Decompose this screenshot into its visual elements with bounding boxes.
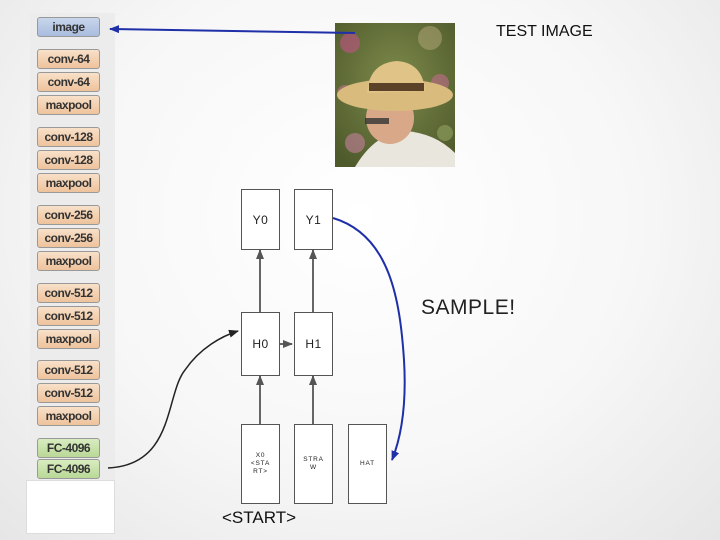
layer-conv-64-2: conv-64: [37, 72, 100, 92]
layer-conv-512-2: conv-512: [37, 306, 100, 326]
layer-maxpool-1: maxpool: [37, 95, 100, 115]
input-x0-line2: <STA: [250, 460, 271, 467]
test-image-label: TEST IMAGE: [496, 23, 593, 40]
input-node-hat: HAT: [348, 424, 387, 504]
layer-image: image: [37, 17, 100, 37]
layer-maxpool-5: maxpool: [37, 406, 100, 426]
input-x0-line1: X0: [255, 452, 266, 459]
sample-label: SAMPLE!: [421, 296, 516, 319]
layer-conv-256-2: conv-256: [37, 228, 100, 248]
layer-fc-4096-1: FC-4096: [37, 438, 100, 458]
output-node-y0: Y0: [241, 189, 280, 250]
input-x0-line3: RT>: [253, 468, 268, 475]
layer-conv-512-3: conv-512: [37, 360, 100, 380]
blank-box: [26, 480, 115, 534]
input-node-straw: STRA W: [294, 424, 333, 504]
layer-fc-4096-2: FC-4096: [37, 459, 100, 479]
layer-conv-64-1: conv-64: [37, 49, 100, 69]
input-straw-line1: STRA: [303, 456, 324, 463]
test-image-photo: [335, 23, 455, 167]
sample-feedback-arrow: [332, 217, 406, 461]
layer-conv-256-1: conv-256: [37, 205, 100, 225]
input-hat-line1: HAT: [360, 460, 375, 467]
layer-maxpool-2: maxpool: [37, 173, 100, 193]
image-feed-arrow: [109, 25, 356, 34]
layer-maxpool-3: maxpool: [37, 251, 100, 271]
input-straw-line2: W: [310, 464, 317, 471]
hidden-node-h0: H0: [241, 312, 280, 376]
start-label: <START>: [222, 508, 297, 527]
output-node-y1: Y1: [294, 189, 333, 250]
layer-conv-512-4: conv-512: [37, 383, 100, 403]
layer-maxpool-4: maxpool: [37, 329, 100, 349]
layer-conv-512-1: conv-512: [37, 283, 100, 303]
hidden-node-h1: H1: [294, 312, 333, 376]
input-node-x0: X0 <STA RT>: [241, 424, 280, 504]
layer-conv-128-2: conv-128: [37, 150, 100, 170]
layer-conv-128-1: conv-128: [37, 127, 100, 147]
cnn-to-h0-arrow: [107, 329, 239, 469]
